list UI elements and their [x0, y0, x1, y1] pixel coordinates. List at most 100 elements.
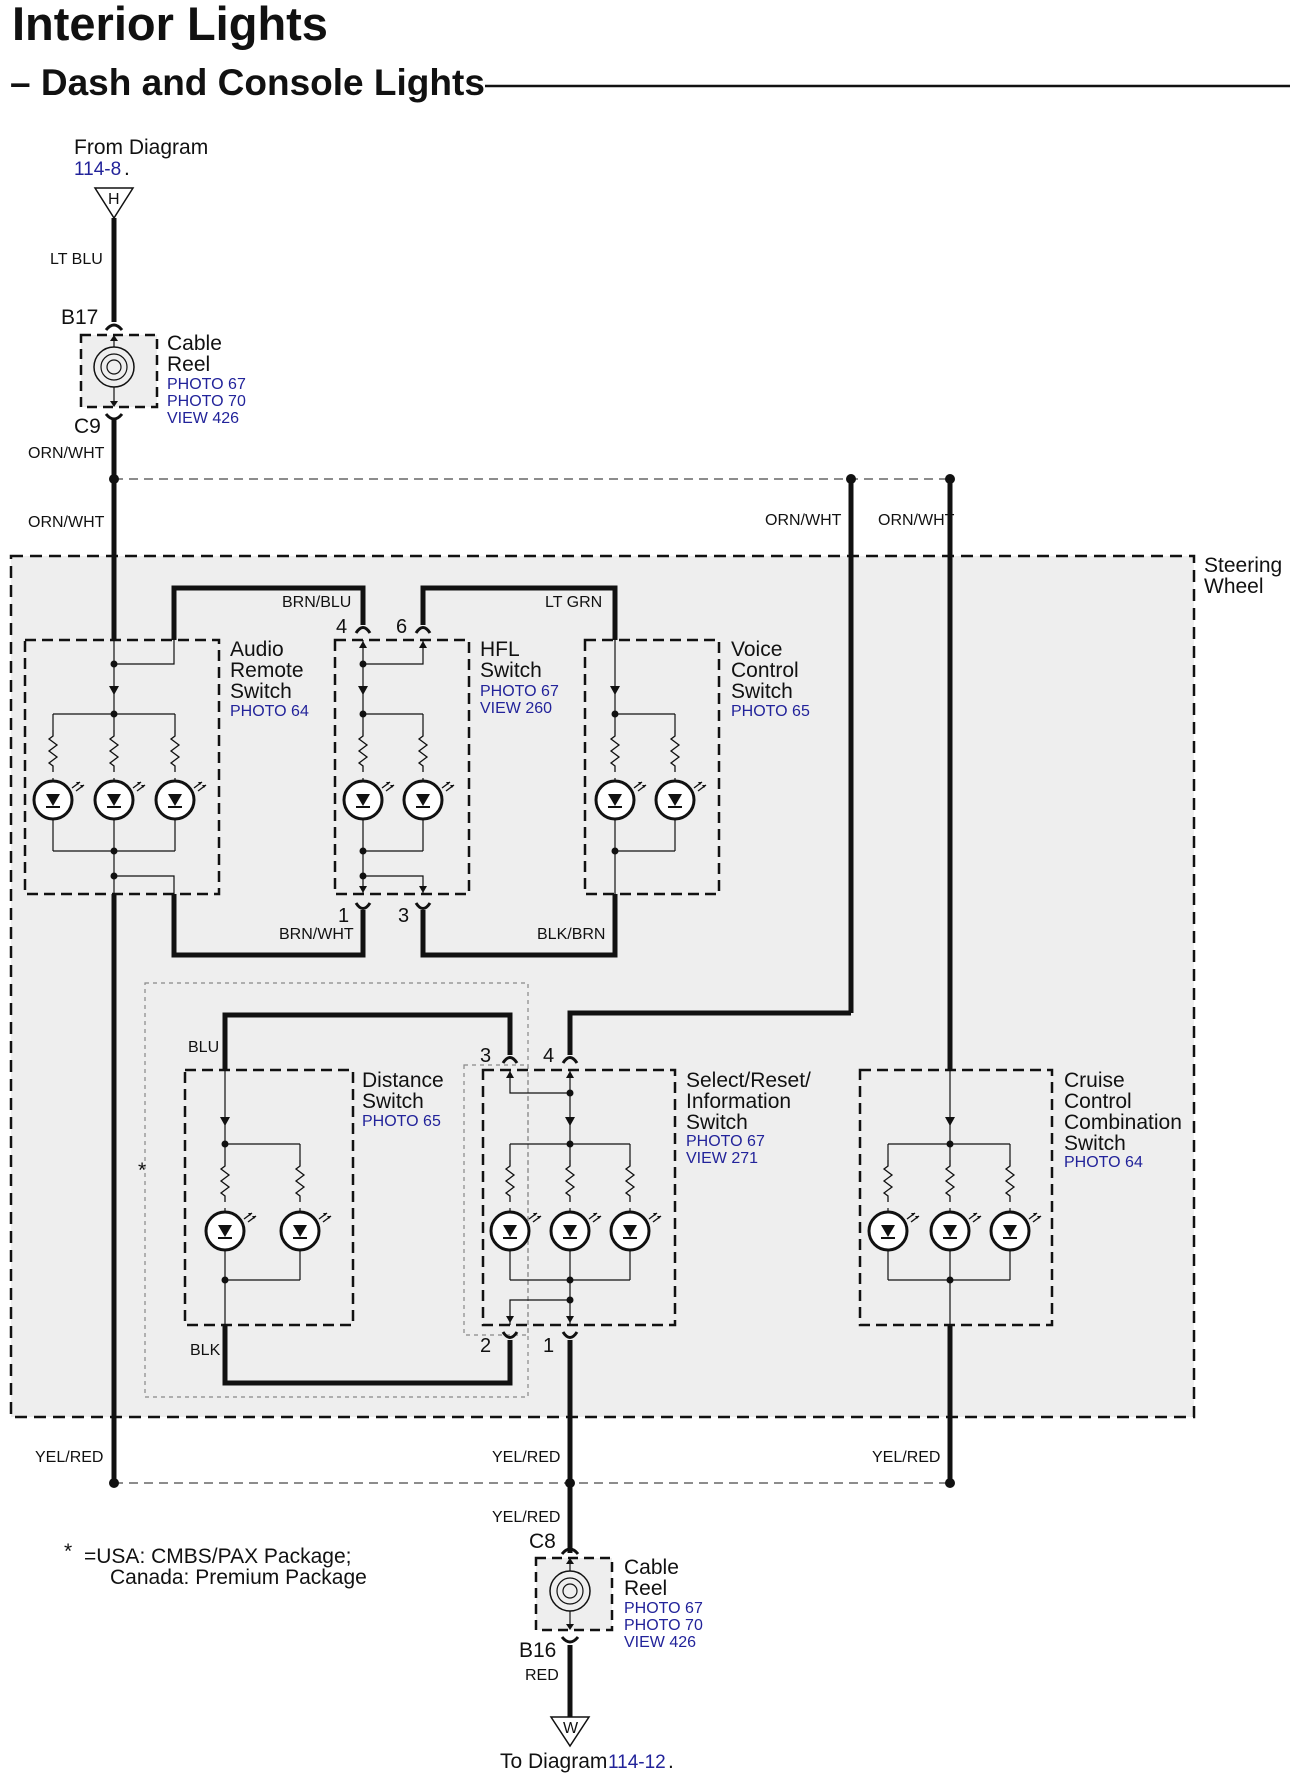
wire-blk-label: BLK [190, 1342, 221, 1359]
wire-yel-red-lower-label: YEL/RED [492, 1509, 560, 1526]
optional-package-region [144, 982, 529, 1398]
cable-reel-top-pin-b17: B17 [61, 306, 98, 329]
wire-blk-brn-label: BLK/BRN [537, 926, 605, 943]
cruise-switch-name-4: Switch [1064, 1132, 1126, 1155]
pin-b17-connector [104, 323, 124, 331]
voice-switch-name-1: Voice [731, 638, 782, 661]
voice-switch-name-2: Control [731, 659, 799, 682]
hfl-switch-ref-photo67[interactable]: PHOTO 67 [480, 683, 559, 700]
connector-h-letter: H [108, 191, 120, 208]
cruise-switch-ref-photo64[interactable]: PHOTO 64 [1064, 1154, 1143, 1171]
wire-yel-red-left-label: YEL/RED [35, 1449, 103, 1466]
steering-wheel-label-1: Steering [1204, 554, 1282, 577]
distance-switch-ref-photo65[interactable]: PHOTO 65 [362, 1113, 441, 1130]
hfl-switch-ref-view260[interactable]: VIEW 260 [480, 700, 552, 717]
wire-orn-wht-upper-label: ORN/WHT [28, 445, 105, 462]
voice-control-switch-box [583, 638, 721, 896]
to-diagram-label: To Diagram [500, 1750, 607, 1773]
hfl-switch-name-2: Switch [480, 659, 542, 682]
cable-reel-top-ref-photo67[interactable]: PHOTO 67 [167, 376, 246, 393]
select-pin-4: 4 [543, 1045, 554, 1067]
select-pin-3: 3 [480, 1045, 491, 1067]
cable-reel-bottom-ref-photo70[interactable]: PHOTO 70 [624, 1617, 703, 1634]
select-switch-name-3: Switch [686, 1111, 748, 1134]
from-diagram-period: . [124, 157, 130, 180]
select-switch-ref-photo67[interactable]: PHOTO 67 [686, 1133, 765, 1150]
cable-reel-bottom-ref-photo67[interactable]: PHOTO 67 [624, 1600, 703, 1617]
distance-switch-box [183, 1068, 355, 1327]
hfl-switch-name-1: HFL [480, 638, 520, 661]
pin-b16-connector [560, 1636, 580, 1644]
select-pin-1: 1 [543, 1335, 554, 1357]
to-diagram-link[interactable]: 114-12 [608, 1752, 666, 1773]
pin-c9-connector [104, 413, 124, 421]
steering-wheel-label-2: Wheel [1204, 575, 1264, 598]
wire-blk [222, 1325, 513, 1386]
wire-lt-grn-label: LT GRN [545, 594, 602, 611]
cable-reel-bottom-pin-b16: B16 [519, 1639, 556, 1662]
wire-orn-wht-right-label: ORN/WHT [878, 512, 955, 529]
cable-reel-top-ref-photo70[interactable]: PHOTO 70 [167, 393, 246, 410]
from-diagram-label: From Diagram [74, 136, 208, 159]
hfl-switch-box [333, 638, 471, 896]
wire-orn-wht-mid-label: ORN/WHT [765, 512, 842, 529]
page-subtitle: – Dash and Console Lights [10, 62, 485, 103]
wire-blk-brn [420, 894, 618, 958]
distance-switch-name-1: Distance [362, 1069, 444, 1092]
hfl-pin-1: 1 [338, 905, 349, 927]
cruise-switch-name-1: Cruise [1064, 1069, 1125, 1092]
hfl-pin-3: 3 [398, 905, 409, 927]
cruise-switch-name-2: Control [1064, 1090, 1132, 1113]
pin-c8-connector [560, 1547, 580, 1555]
wire-lt-grn [420, 585, 618, 640]
hfl-pin-6: 6 [396, 616, 407, 638]
cruise-switch-name-3: Combination [1064, 1111, 1182, 1134]
audio-remote-switch-box [23, 638, 221, 896]
wire-brn-wht-label: BRN/WHT [279, 926, 354, 943]
wire-brn-wht [171, 894, 366, 958]
select-pin-2: 2 [480, 1335, 491, 1357]
cable-reel-bottom [534, 1556, 614, 1632]
audio-switch-name-2: Remote [230, 659, 304, 682]
footnote-mark: * [64, 1540, 72, 1563]
steering-wheel-area [9, 554, 1196, 1419]
cable-reel-bottom-pin-c8: C8 [529, 1530, 556, 1553]
wire-orn-wht-left-label: ORN/WHT [28, 514, 105, 531]
cruise-control-combination-switch-box [858, 1068, 1054, 1327]
cable-reel-top-name-1: Cable [167, 332, 222, 355]
wire-brn-blu-label: BRN/BLU [282, 594, 351, 611]
voice-switch-ref-photo65[interactable]: PHOTO 65 [731, 703, 810, 720]
voice-switch-name-3: Switch [731, 680, 793, 703]
select-switch-optional-region [463, 1064, 529, 1336]
audio-switch-ref-photo64[interactable]: PHOTO 64 [230, 703, 309, 720]
connector-w-triangle [549, 1716, 591, 1748]
cable-reel-bottom-name-2: Reel [624, 1577, 667, 1600]
distance-switch-name-2: Switch [362, 1090, 424, 1113]
select-switch-name-1: Select/Reset/ [686, 1069, 811, 1092]
connector-w-letter: W [563, 1720, 579, 1737]
to-diagram-period: . [668, 1750, 674, 1773]
wire-blu-label: BLU [188, 1039, 219, 1056]
cable-reel-bottom-ref-view426[interactable]: VIEW 426 [624, 1634, 696, 1651]
select-switch-ref-view271[interactable]: VIEW 271 [686, 1150, 758, 1167]
wire-blu [222, 1012, 513, 1070]
cable-reel-top-name-2: Reel [167, 353, 210, 376]
wire-lt-blu-label: LT BLU [50, 251, 103, 268]
cable-reel-bottom-name-1: Cable [624, 1556, 679, 1579]
from-diagram-link[interactable]: 114-8 [74, 159, 121, 180]
wire-yel-red-right-label: YEL/RED [872, 1449, 940, 1466]
wire-yel-red-mid-label: YEL/RED [492, 1449, 560, 1466]
footnote-line-2: Canada: Premium Package [110, 1566, 367, 1589]
wire-brn-blu [171, 585, 366, 640]
select-reset-information-switch-box [481, 1068, 677, 1327]
footnote-line-1: =USA: CMBS/PAX Package; [84, 1545, 351, 1568]
wire-orn-wht-select-feed [567, 1010, 851, 1055]
audio-switch-name-3: Switch [230, 680, 292, 703]
connector-h-triangle [93, 187, 135, 220]
cable-reel-top-ref-view426[interactable]: VIEW 426 [167, 410, 239, 427]
page-title: Interior Lights [12, 0, 328, 50]
audio-switch-name-1: Audio [230, 638, 284, 661]
cable-reel-top-pin-c9: C9 [74, 415, 101, 438]
wire-red-label: RED [525, 1667, 559, 1684]
